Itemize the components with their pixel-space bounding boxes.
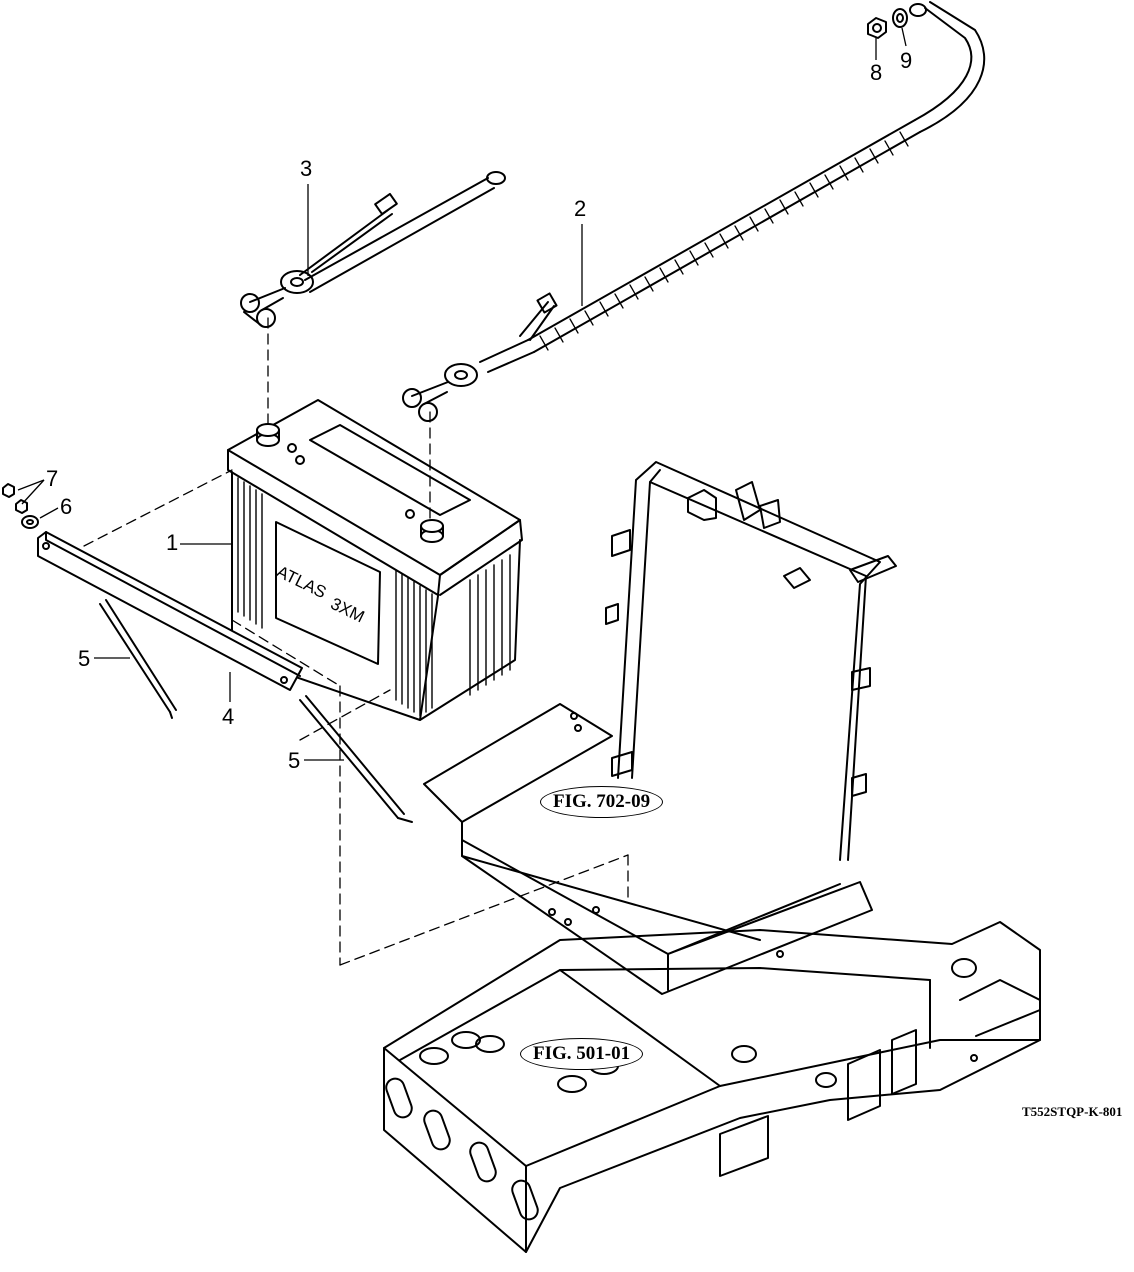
assembly-dashed-lines: [83, 317, 629, 966]
callout-6: 6: [60, 494, 73, 519]
nuts-washers-small: [2, 483, 39, 529]
battery-cable-long: [402, 1, 986, 422]
battery-cable-short: [240, 171, 506, 328]
j-bolts: [99, 599, 413, 823]
drawing-code: T552STQP-K-801: [1022, 1104, 1123, 1119]
callout-5-right: 5: [288, 748, 301, 773]
main-frame: [383, 921, 1041, 1253]
battery: [227, 399, 523, 721]
callout-1: 1: [166, 530, 179, 555]
callout-2: 2: [574, 196, 587, 221]
callout-5-left: 5: [78, 646, 91, 671]
nut-and-washer: [867, 8, 908, 39]
figure-reference-702-09[interactable]: FIG. 702-09: [540, 786, 664, 818]
callout-4: 4: [222, 704, 235, 729]
hold-down-bracket: [37, 531, 303, 691]
callout-3: 3: [300, 156, 313, 181]
callout-9: 9: [900, 48, 913, 73]
callout-7: 7: [46, 466, 59, 491]
callout-8: 8: [870, 60, 883, 85]
battery-tray-frame: [423, 461, 897, 995]
figure-reference-501-01[interactable]: FIG. 501-01: [520, 1038, 644, 1070]
